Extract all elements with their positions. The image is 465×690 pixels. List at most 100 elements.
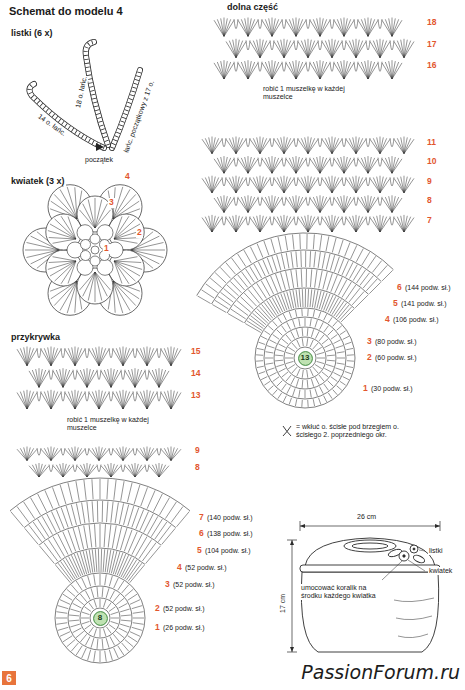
stitch-mark xyxy=(325,178,332,193)
stitch-mark xyxy=(113,281,123,313)
stitch-mark xyxy=(355,295,368,308)
stitch-mark xyxy=(377,216,380,232)
ring-start xyxy=(91,246,99,254)
stitch-mark xyxy=(322,339,328,344)
leaf-shape xyxy=(412,554,425,565)
stitch-mark xyxy=(305,390,306,398)
stitch-mark xyxy=(332,218,342,232)
stitch-mark xyxy=(100,479,101,499)
stitch-mark xyxy=(308,178,318,192)
stitch-mark xyxy=(350,265,358,279)
stitch-mark xyxy=(236,139,246,153)
stitch-mark xyxy=(284,138,291,153)
stitch-mark xyxy=(109,607,116,612)
stitch-mark xyxy=(338,280,347,296)
chain-loop xyxy=(258,158,262,167)
stitch-mark xyxy=(356,138,363,153)
stitch-mark xyxy=(88,200,95,229)
instruction-note: robić 1 muszelkę w każdej muszelce xyxy=(66,416,152,432)
chain-loop xyxy=(306,158,310,167)
stitch-mark xyxy=(265,158,272,173)
stitch-mark xyxy=(273,321,278,326)
stitch-mark xyxy=(229,178,236,193)
stitch-mark xyxy=(392,19,399,36)
stitch-mark xyxy=(133,612,144,614)
stitch-mark xyxy=(56,623,67,625)
stitch-mark xyxy=(286,361,294,363)
stitch-mark xyxy=(257,244,263,258)
round-line xyxy=(284,337,326,379)
stitch-mark xyxy=(68,261,76,284)
stitch-mark xyxy=(209,177,212,193)
stitch-mark xyxy=(260,138,267,153)
chain-loop xyxy=(37,348,41,358)
stitch-mark xyxy=(373,138,380,153)
chain-loop xyxy=(330,158,334,167)
stitch-mark xyxy=(329,177,332,193)
stitch-mark xyxy=(293,18,296,36)
stitch-mark xyxy=(212,139,222,153)
stitch-mark xyxy=(63,371,73,387)
stitch-mark xyxy=(230,281,241,292)
stitch-mark xyxy=(109,550,114,573)
stitch-mark xyxy=(331,377,338,382)
stitch-mark xyxy=(265,358,273,359)
stitch-mark xyxy=(105,549,108,572)
stitch-mark xyxy=(151,519,162,537)
stitch-mark xyxy=(123,449,133,460)
stitch-mark xyxy=(82,578,87,588)
chain-loop xyxy=(270,216,274,225)
stitch-mark xyxy=(351,245,357,259)
stitch-mark xyxy=(76,581,82,590)
stitch-mark xyxy=(265,19,272,36)
stitch-mark xyxy=(317,291,321,309)
stitch-mark xyxy=(91,638,94,648)
stitch-mark xyxy=(142,543,156,561)
stitch-mark xyxy=(96,347,99,365)
stitch-mark xyxy=(50,261,76,276)
stitch-mark xyxy=(296,63,306,79)
stitch-mark xyxy=(31,498,41,515)
stitch-mark xyxy=(337,158,344,173)
stitch-mark xyxy=(271,276,278,293)
stitch-mark xyxy=(118,581,124,590)
stitch-mark xyxy=(80,370,87,387)
stitch-mark xyxy=(27,392,34,409)
stitch-mark xyxy=(260,217,267,232)
stitch-mark xyxy=(365,18,368,36)
round-number: 3 xyxy=(108,198,115,208)
chain-loop xyxy=(37,391,41,401)
stitch-mark xyxy=(377,137,380,153)
stitch-mark xyxy=(322,372,328,377)
stitch-mark xyxy=(279,368,286,372)
stitch-mark xyxy=(221,292,234,302)
stitch-mark xyxy=(278,393,282,399)
stitch-mark xyxy=(301,178,308,193)
stitch-mark xyxy=(347,360,354,362)
chain-loop xyxy=(157,391,161,401)
stitch-mark xyxy=(24,347,27,365)
stitch-mark xyxy=(315,320,318,328)
stitch-mark xyxy=(332,41,339,58)
round-number: 14 xyxy=(190,369,201,379)
stitch-mark xyxy=(91,588,94,598)
stitch-mark xyxy=(337,386,342,391)
stitch-mark xyxy=(67,281,77,313)
stitch-mark xyxy=(293,290,296,308)
stitch-mark xyxy=(283,314,286,320)
stitch-mark xyxy=(353,177,356,193)
stitch-mark xyxy=(99,349,109,366)
stitch-mark xyxy=(120,447,123,460)
chain-loop xyxy=(222,177,226,186)
stitch-mark xyxy=(275,296,283,312)
stitch-mark xyxy=(277,138,284,153)
chain-loop xyxy=(342,40,346,50)
round-line xyxy=(55,548,145,564)
stitch-mark xyxy=(106,588,109,598)
stitch-mark xyxy=(320,20,330,36)
stitch-mark xyxy=(286,375,291,381)
stitch-mark xyxy=(130,600,140,605)
stitch-mark xyxy=(32,370,39,387)
stitch-mark xyxy=(70,624,80,627)
stitch-mark xyxy=(236,138,243,153)
